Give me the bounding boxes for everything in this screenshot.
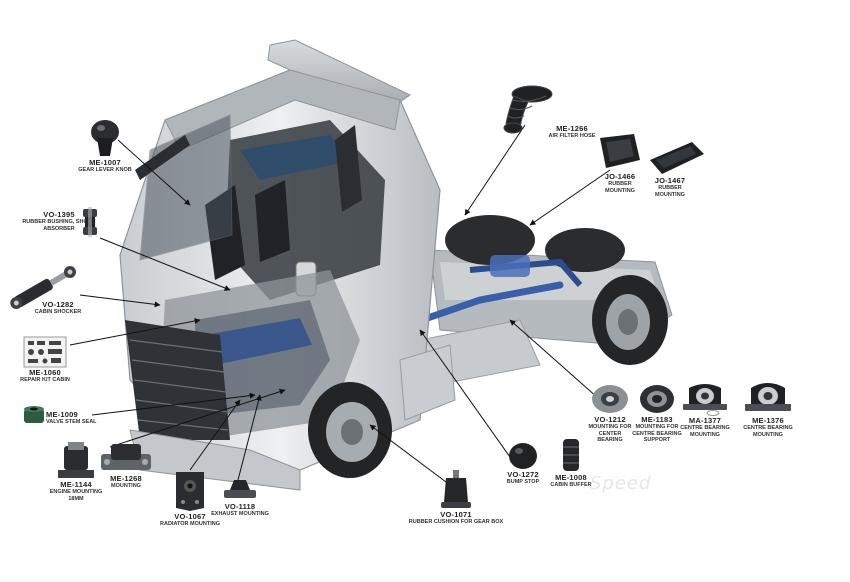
part-me1009[interactable]: ME-1009 VALVE STEM SEAL <box>46 410 97 426</box>
part-name: REPAIR KIT CABIN <box>20 377 70 383</box>
part-ma1377[interactable]: MA-1377 CENTRE BEARING MOUNTING <box>678 380 732 438</box>
part-name: EXHAUST MOUNTING <box>211 511 269 517</box>
centre-bearing-icon <box>683 384 727 416</box>
part-name: CABIN SHOCKER <box>34 309 82 315</box>
part-name: CENTRE BEARING MOUNTING <box>680 425 730 438</box>
part-vo1071[interactable]: VO-1071 RUBBER CUSHION FOR GEAR BOX <box>408 470 504 526</box>
part-name: VALVE STEM SEAL <box>46 419 97 425</box>
part-name: RADIATOR MOUNTING <box>160 521 220 527</box>
part-me1060[interactable]: ME-1060 REPAIR KIT CABIN <box>14 336 76 384</box>
part-name: MOUNTING FOR CENTRE BEARING SUPPORT <box>632 424 682 443</box>
part-name: CENTRE BEARING MOUNTING <box>743 425 793 438</box>
rubber-mounting-icon <box>600 134 640 168</box>
part-code: JO-1467 <box>654 176 686 185</box>
rubber-cushion-icon <box>441 470 471 508</box>
part-code: VO-1067 <box>174 512 206 521</box>
part-vo1067[interactable]: VO-1067 RADIATOR MOUNTING <box>160 470 220 528</box>
part-code: ME-1007 <box>89 158 121 167</box>
part-code: ME-1009 <box>46 410 78 419</box>
part-code: JO-1466 <box>604 172 636 181</box>
part-name: BUMP STOP <box>506 479 540 485</box>
part-code: VO-1272 <box>507 470 539 479</box>
part-name: RUBBER BUSHING, SHOCK ABSORBER <box>22 219 96 232</box>
part-code: ME-1268 <box>110 474 142 483</box>
part-me1007[interactable]: ME-1007 GEAR LEVER KNOB <box>70 118 140 174</box>
part-name: RUBBER CUSHION FOR GEAR BOX <box>408 519 504 525</box>
part-me1008[interactable]: ME-1008 CABIN BUFFER <box>544 437 598 489</box>
rubber-bushing-icon <box>83 207 97 237</box>
part-code: VO-1212 <box>594 415 626 424</box>
part-me1183[interactable]: ME-1183 MOUNTING FOR CENTRE BEARING SUPP… <box>632 383 682 444</box>
engine-mount-icon <box>58 442 94 478</box>
bearing-support-icon <box>640 385 674 413</box>
part-vo1395[interactable]: VO-1395 RUBBER BUSHING, SHOCK ABSORBER <box>18 210 100 232</box>
bump-stop-icon <box>509 443 537 469</box>
part-name: MOUNTING FOR CENTER BEARING <box>588 424 632 443</box>
part-name: MOUNTING <box>111 483 141 489</box>
rubber-mounting-icon <box>650 142 704 174</box>
part-code: VO-1118 <box>224 502 256 511</box>
part-jo1467[interactable]: JO-1467 RUBBER MOUNTING <box>646 176 694 198</box>
part-me1376[interactable]: ME-1376 CENTRE BEARING MOUNTING <box>738 378 798 438</box>
air-filter-hose-icon <box>503 85 553 134</box>
centre-bearing-icon <box>745 383 791 411</box>
part-name: ENGINE MOUNTING 18MM <box>49 489 103 502</box>
repair-kit-icon <box>23 336 67 368</box>
part-code: ME-1144 <box>60 480 92 489</box>
part-code: ME-1266 <box>556 124 588 133</box>
valve-seal-icon <box>24 406 44 423</box>
truck-body <box>119 39 673 491</box>
part-code: ME-1060 <box>29 368 61 377</box>
part-me1144[interactable]: ME-1144 ENGINE MOUNTING 18MM <box>44 440 108 502</box>
radiator-mount-icon <box>176 472 204 511</box>
part-vo1118[interactable]: VO-1118 EXHAUST MOUNTING <box>205 478 275 518</box>
part-code: ME-1008 <box>555 473 587 482</box>
shock-absorber-icon <box>10 266 76 309</box>
part-name: RUBBER MOUNTING <box>655 185 685 198</box>
part-name: CABIN BUFFER <box>550 482 592 488</box>
part-code: MA-1377 <box>688 416 722 425</box>
watermark-text: Speed <box>590 473 652 494</box>
mounting-icon <box>101 444 151 470</box>
cabin-buffer-icon <box>563 439 579 471</box>
part-code: VO-1395 <box>43 210 75 219</box>
part-code: ME-1376 <box>752 416 784 425</box>
part-name: RUBBER MOUNTING <box>605 181 635 194</box>
gear-knob-icon <box>91 120 119 156</box>
part-me1268[interactable]: ME-1268 MOUNTING <box>96 440 156 490</box>
part-vo1272[interactable]: VO-1272 BUMP STOP <box>500 440 546 486</box>
exhaust-mount-icon <box>224 480 256 498</box>
part-code: ME-1183 <box>641 415 673 424</box>
part-me1266[interactable]: ME-1266 AIR FILTER HOSE <box>540 124 604 140</box>
part-name: AIR FILTER HOSE <box>548 133 596 139</box>
center-bearing-mount-icon <box>592 385 628 413</box>
part-name: GEAR LEVER KNOB <box>78 167 132 173</box>
part-code: VO-1282 <box>42 300 74 309</box>
part-vo1212[interactable]: VO-1212 MOUNTING FOR CENTER BEARING <box>585 383 635 444</box>
part-vo1282[interactable]: VO-1282 CABIN SHOCKER <box>22 300 94 316</box>
part-jo1466[interactable]: JO-1466 RUBBER MOUNTING <box>596 172 644 194</box>
part-code: VO-1071 <box>440 510 472 519</box>
leader-lines <box>69 124 611 486</box>
